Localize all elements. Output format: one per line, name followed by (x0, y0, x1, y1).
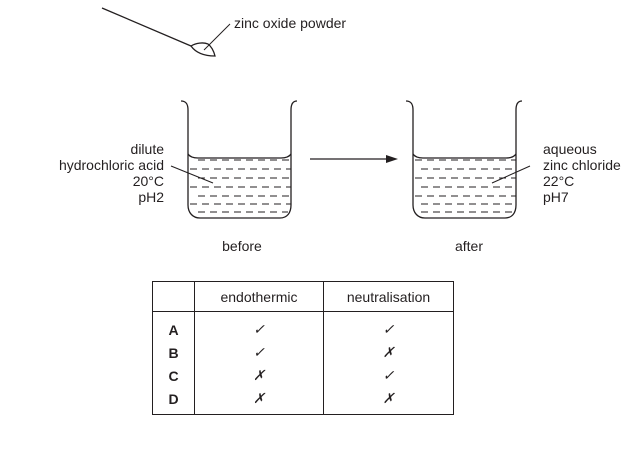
after-label-line: pH7 (543, 189, 569, 205)
neutralisation-mark: ✗ (323, 387, 454, 415)
liquid-after (415, 159, 516, 213)
endothermic-mark: ✓ (194, 311, 324, 341)
option-label: D (152, 387, 195, 415)
header-blank (152, 281, 195, 312)
option-label: B (152, 341, 195, 364)
before-label-line: hydrochloric acid (58, 157, 164, 173)
endothermic-mark: ✗ (194, 387, 324, 415)
after-label-line: 22°C (543, 173, 575, 189)
table-row: A ✓ ✓ (152, 311, 454, 341)
neutralisation-mark: ✓ (323, 364, 454, 387)
after-label-leader (491, 165, 531, 184)
before-label-line: pH2 (138, 189, 164, 205)
endothermic-mark: ✓ (194, 341, 324, 364)
option-label: A (152, 311, 195, 341)
spatula-label: zinc oxide powder (234, 15, 347, 31)
after-caption: after (454, 238, 483, 254)
spatula-label-leader (203, 23, 231, 51)
table-row: D ✗ ✗ (152, 387, 454, 415)
before-solution-label: dilute hydrochloric acid 20°C pH2 (4, 141, 164, 205)
header-endothermic: endothermic (194, 281, 324, 312)
liquid-before (190, 159, 291, 213)
before-label-line: dilute (130, 141, 164, 157)
after-label-line: aqueous (543, 141, 597, 157)
arrow-icon (310, 155, 398, 163)
before-label-leader (170, 165, 214, 184)
after-label-line: zinc chloride (543, 157, 621, 173)
table-row: C ✗ ✓ (152, 364, 454, 387)
option-label: C (152, 364, 195, 387)
neutralisation-mark: ✓ (323, 311, 454, 341)
spatula-icon (101, 7, 216, 57)
table-row: B ✓ ✗ (152, 341, 454, 364)
before-caption: before (222, 238, 262, 254)
before-label-line: 20°C (132, 173, 164, 189)
after-solution-label: aqueous zinc chloride 22°C pH7 (543, 141, 621, 205)
header-neutralisation: neutralisation (323, 281, 454, 312)
beaker-after (405, 100, 523, 219)
table-header-row: endothermic neutralisation (152, 281, 454, 312)
neutralisation-mark: ✗ (323, 341, 454, 364)
beaker-before (180, 100, 298, 219)
answer-table: endothermic neutralisation A ✓ ✓ B ✓ ✗ C… (152, 281, 454, 415)
endothermic-mark: ✗ (194, 364, 324, 387)
